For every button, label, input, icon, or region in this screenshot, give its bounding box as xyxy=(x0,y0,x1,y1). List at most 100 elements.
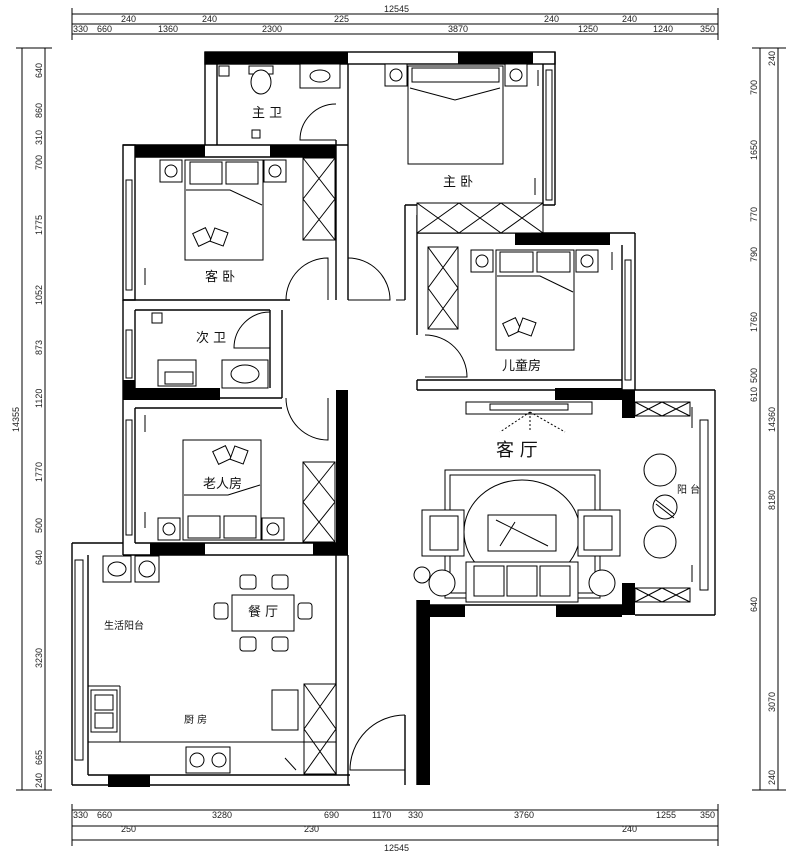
top-dimension: 225 xyxy=(334,14,349,24)
bottom-dimension: 330 xyxy=(408,810,423,820)
bottom-dimension: 330 xyxy=(73,810,88,820)
balcony-chair-bottom xyxy=(643,525,677,559)
bottom-dimension: 3280 xyxy=(212,810,232,820)
right-dimension: 640 xyxy=(749,597,759,612)
right-dimension: 1760 xyxy=(749,312,759,332)
dining-chair xyxy=(239,574,257,590)
second-bath-door xyxy=(233,311,271,349)
balcony-furniture xyxy=(634,401,693,603)
kitchen-fixtures xyxy=(88,555,337,775)
sofa xyxy=(465,561,579,603)
left-dimension: 860 xyxy=(34,103,44,118)
label-utility-balcony: 生活阳台 xyxy=(104,619,144,632)
elder-room-door xyxy=(285,397,329,441)
label-balcony: 阳 台 xyxy=(677,483,700,496)
right-dimension: 610 xyxy=(749,387,759,402)
nightstand-left xyxy=(470,249,494,273)
left-dimension: 500 xyxy=(34,518,44,533)
top-dimension: 350 xyxy=(700,24,715,34)
windows xyxy=(74,69,709,761)
top-dimension: 1360 xyxy=(158,24,178,34)
right-dimension: 240 xyxy=(767,51,777,66)
right-dimension: 3070 xyxy=(767,692,777,712)
label-dining: 餐 厅 xyxy=(248,604,278,620)
right-dimension: 240 xyxy=(767,770,777,785)
balcony-cabinet-bottom xyxy=(634,587,691,603)
left-dimension: 665 xyxy=(34,750,44,765)
room-labels: 主 卫 主 卧 客 卧 次 卫 儿童房 客 厅 老人房 阳 台 餐 厅 生活阳台… xyxy=(104,106,700,726)
top-dimension: 240 xyxy=(202,14,217,24)
living-room-furniture xyxy=(413,401,621,603)
balcony-chair-top xyxy=(643,453,677,487)
left-dimension: 873 xyxy=(34,340,44,355)
left-dimension: 240 xyxy=(34,773,44,788)
top-dimension: 240 xyxy=(121,14,136,24)
top-dimension: 3870 xyxy=(448,24,468,34)
bottom-dimension: 690 xyxy=(324,810,339,820)
left-dimension: 1120 xyxy=(34,389,44,408)
elder-room-furniture xyxy=(144,415,336,543)
nightstand-right xyxy=(263,159,287,183)
left-dimension: 700 xyxy=(34,155,44,170)
bottom-total-dimension: 12545 xyxy=(384,843,409,853)
kids-room-furniture xyxy=(427,246,613,351)
dining-furniture xyxy=(213,574,313,652)
structural-walls xyxy=(108,52,635,787)
bottom-dimension: 660 xyxy=(97,810,112,820)
label-kitchen: 厨 房 xyxy=(184,713,207,726)
kids-room-door xyxy=(424,334,468,378)
right-dimensions: 14360 240 8180 3070 240 700 1650 770 790… xyxy=(749,47,786,791)
bottom-dimension: 230 xyxy=(304,824,319,834)
left-dimension: 1770 xyxy=(34,462,44,482)
dining-chair xyxy=(271,636,289,652)
bottom-dimension: 240 xyxy=(622,824,637,834)
left-dimension: 640 xyxy=(34,63,44,78)
master-bath-door xyxy=(299,103,337,141)
left-dimension: 3230 xyxy=(34,648,44,668)
right-dimension: 1650 xyxy=(749,140,759,160)
right-dimension: 770 xyxy=(749,207,759,222)
top-dimension: 660 xyxy=(97,24,112,34)
side-table-right xyxy=(588,569,616,597)
top-dimension: 240 xyxy=(622,14,637,24)
bottom-dimension: 3760 xyxy=(514,810,534,820)
bottom-dimension: 250 xyxy=(121,824,136,834)
label-master-bedroom: 主 卧 xyxy=(443,175,473,190)
nightstand-right xyxy=(261,517,285,541)
label-second-bath: 次 卫 xyxy=(196,330,226,346)
armchair-left xyxy=(421,509,465,557)
toilet-bowl xyxy=(250,69,272,95)
bottom-dimension: 1170 xyxy=(372,810,391,820)
left-dimension: 1052 xyxy=(34,285,44,305)
left-total-dimension: 14355 xyxy=(11,407,21,432)
right-dimension: 700 xyxy=(749,80,759,95)
elder-wardrobe xyxy=(302,461,336,543)
top-dimension: 240 xyxy=(544,14,559,24)
dining-table xyxy=(231,594,295,632)
kids-wardrobe xyxy=(427,246,459,330)
bottom-dimensions: 330 660 3280 690 1170 330 3760 1255 350 … xyxy=(71,804,719,853)
kitchen-cabinet xyxy=(303,683,337,775)
left-dimension: 640 xyxy=(34,550,44,565)
guest-wardrobe xyxy=(302,157,336,241)
guest-bedroom-door xyxy=(285,257,329,301)
dining-chair xyxy=(297,602,313,620)
label-master-bath: 主 卫 xyxy=(252,106,282,121)
nightstand-left xyxy=(384,63,408,87)
nightstand-left xyxy=(159,159,183,183)
shower-icon xyxy=(218,65,230,77)
bottom-dimension: 350 xyxy=(700,810,715,820)
master-bedroom-door xyxy=(347,257,391,301)
left-dimensions: 14355 640 860 310 700 1775 1052 873 1120… xyxy=(11,47,52,791)
shower-icon xyxy=(151,312,163,324)
top-dimension: 330 xyxy=(73,24,88,34)
doors xyxy=(233,103,468,771)
label-kids-room: 儿童房 xyxy=(502,358,541,374)
label-living-room: 客 厅 xyxy=(496,440,538,461)
master-bedroom-furniture xyxy=(384,63,544,234)
guest-bedroom-furniture xyxy=(144,157,336,285)
dining-chair xyxy=(239,636,257,652)
right-total-dimension: 14360 xyxy=(767,407,777,432)
right-dimension: 790 xyxy=(749,247,759,262)
